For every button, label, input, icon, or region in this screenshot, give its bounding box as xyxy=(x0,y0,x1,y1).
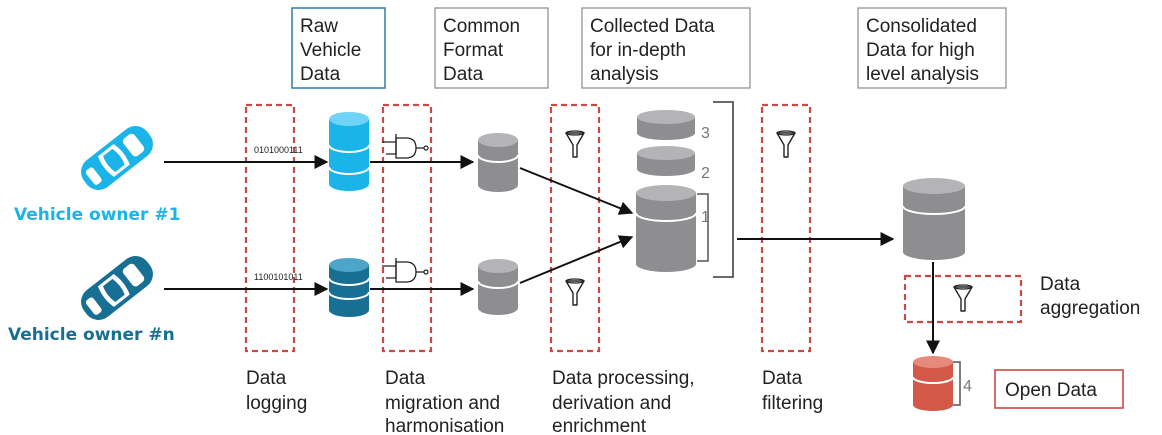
aggregation-stage-box xyxy=(903,274,1023,324)
processing-label-1: Data processing, xyxy=(552,368,695,389)
raw-line-3: Data xyxy=(300,64,341,85)
consolidated-line-1: Consolidated xyxy=(866,16,977,37)
collected-line-1: Collected Data xyxy=(590,16,715,37)
filtering-label-2: filtering xyxy=(762,393,823,414)
car-icon-owner-1 xyxy=(81,126,153,190)
aggregation-label-1: Data xyxy=(1040,274,1081,295)
common-line-2: Format xyxy=(443,40,504,61)
filtering-label-1: Data xyxy=(762,368,803,389)
logging-label-2: logging xyxy=(246,393,307,414)
filter-icon-processing-bottom xyxy=(565,278,585,306)
processing-label-2: derivation and xyxy=(552,393,671,414)
header-box-raw-vehicle-data: Raw Vehicle Data xyxy=(291,7,386,89)
aggregation-label-2: aggregation xyxy=(1040,298,1140,319)
raw-data-db-owner-n xyxy=(328,258,370,317)
migration-label-2: migration and xyxy=(385,393,500,414)
migration-label-1: Data xyxy=(385,368,426,389)
processing-label-3: enrichment xyxy=(552,416,647,435)
level-2-label: 2 xyxy=(701,165,710,182)
format-conversion-icon-1 xyxy=(381,133,429,159)
bracket-big xyxy=(713,101,734,278)
processing-stage-box xyxy=(549,103,601,353)
common-db-n xyxy=(477,259,519,315)
filter-icon-aggregation xyxy=(953,284,973,312)
collected-line-3: analysis xyxy=(590,64,659,85)
open-data-box: Open Data xyxy=(994,369,1124,409)
open-data-db xyxy=(912,356,954,411)
level-3-label: 3 xyxy=(701,125,710,142)
filtering-stage-box xyxy=(760,103,812,353)
common-db-1 xyxy=(477,133,519,192)
collected-db-level-1 xyxy=(635,185,697,272)
bit-string-owner-1: 0101000111 xyxy=(254,145,303,155)
bracket-level-1 xyxy=(697,193,709,262)
raw-line-1: Raw xyxy=(300,16,338,37)
logging-stage-box xyxy=(244,103,296,353)
collected-line-2: for in-depth xyxy=(590,40,686,61)
level-4-label: 4 xyxy=(963,378,972,395)
collected-db-level-2 xyxy=(637,146,695,176)
owner-1-label: Vehicle owner #1 xyxy=(14,205,180,225)
filter-icon-filtering xyxy=(776,130,796,158)
car-icon-owner-n xyxy=(81,256,153,320)
arrow-common1-to-collected xyxy=(519,167,634,215)
header-box-collected-data: Collected Data for in-depth analysis xyxy=(581,7,751,89)
logging-label-1: Data xyxy=(246,368,287,389)
level-1-label: 1 xyxy=(701,209,710,226)
bracket-open-data xyxy=(953,361,961,406)
migration-stage-box xyxy=(381,103,433,353)
common-line-1: Common xyxy=(443,16,520,37)
header-box-consolidated-data: Consolidated Data for high level analysi… xyxy=(857,7,1007,89)
raw-line-2: Vehicle xyxy=(300,40,361,61)
migration-label-3: harmonisation xyxy=(385,416,504,435)
consolidated-line-2: Data for high xyxy=(866,40,975,61)
open-data-label: Open Data xyxy=(1005,380,1097,401)
owner-n-label: Vehicle owner #n xyxy=(8,325,175,345)
collected-db-level-3 xyxy=(637,110,695,140)
raw-data-db-owner-1 xyxy=(328,112,370,191)
consolidated-line-3: level analysis xyxy=(866,64,979,85)
header-box-common-format-data: Common Format Data xyxy=(434,7,549,89)
consolidated-db xyxy=(902,178,966,260)
filter-icon-processing-top xyxy=(565,130,585,158)
common-line-3: Data xyxy=(443,64,484,85)
arrow-commonN-to-collected xyxy=(519,235,634,284)
format-conversion-icon-n xyxy=(381,257,429,283)
bit-string-owner-n: 1100101011 xyxy=(254,272,303,282)
